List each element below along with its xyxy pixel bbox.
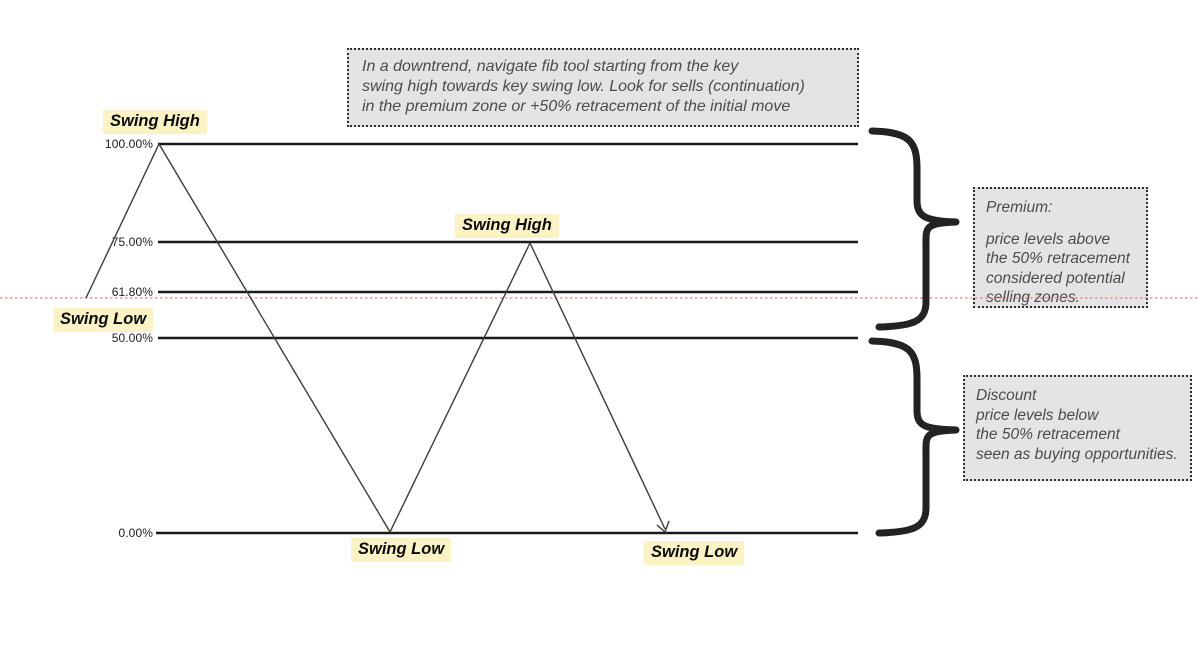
discount-zone-brace <box>868 337 960 537</box>
swing-high-label-second: Swing High <box>455 214 559 238</box>
discount-line-2: price levels below <box>976 406 1099 424</box>
swing-low-label-origin: Swing Low <box>53 308 154 332</box>
discount-line-3: the 50% retracement <box>976 426 1120 443</box>
spacer <box>986 218 1138 230</box>
note-line-1: In a downtrend, navigate fib tool starti… <box>362 58 739 75</box>
premium-line-1: price levels above <box>986 230 1111 248</box>
fib-level-label-100: 100.00% <box>104 137 153 151</box>
fib-level-label-50: 50.00% <box>111 331 153 345</box>
premium-zone-note: Premium: price levels above the 50% retr… <box>973 187 1148 308</box>
discount-zone-note: Discount price levels below the 50% retr… <box>963 375 1192 481</box>
swing-high-label-first: Swing High <box>103 110 207 134</box>
arrowhead-icon <box>656 520 670 534</box>
note-line-2: swing high towards key swing low. Look f… <box>362 78 805 95</box>
swing-low-label-first-bottom: Swing Low <box>351 538 452 562</box>
discount-line-4: seen as buying opportunities. <box>976 445 1178 463</box>
price-zigzag-path <box>85 142 666 534</box>
fib-level-label-61-8: 61.80% <box>111 285 153 299</box>
note-line-3: in the premium zone or +50% retracement … <box>362 98 791 115</box>
premium-line-3: considered potential <box>986 269 1125 287</box>
swing-low-label-second-bottom: Swing Low <box>644 541 745 565</box>
discount-line-1: Discount <box>976 387 1037 404</box>
downtrend-instruction-note: In a downtrend, navigate fib tool starti… <box>347 48 859 127</box>
fib-level-label-75: 75.00% <box>111 235 153 249</box>
fib-level-label-0: 0.00% <box>118 526 153 540</box>
premium-zone-brace <box>868 127 960 331</box>
premium-line-4: selling zones. <box>986 289 1080 306</box>
premium-title: Premium: <box>986 199 1053 216</box>
premium-line-2: the 50% retracement <box>986 250 1130 267</box>
